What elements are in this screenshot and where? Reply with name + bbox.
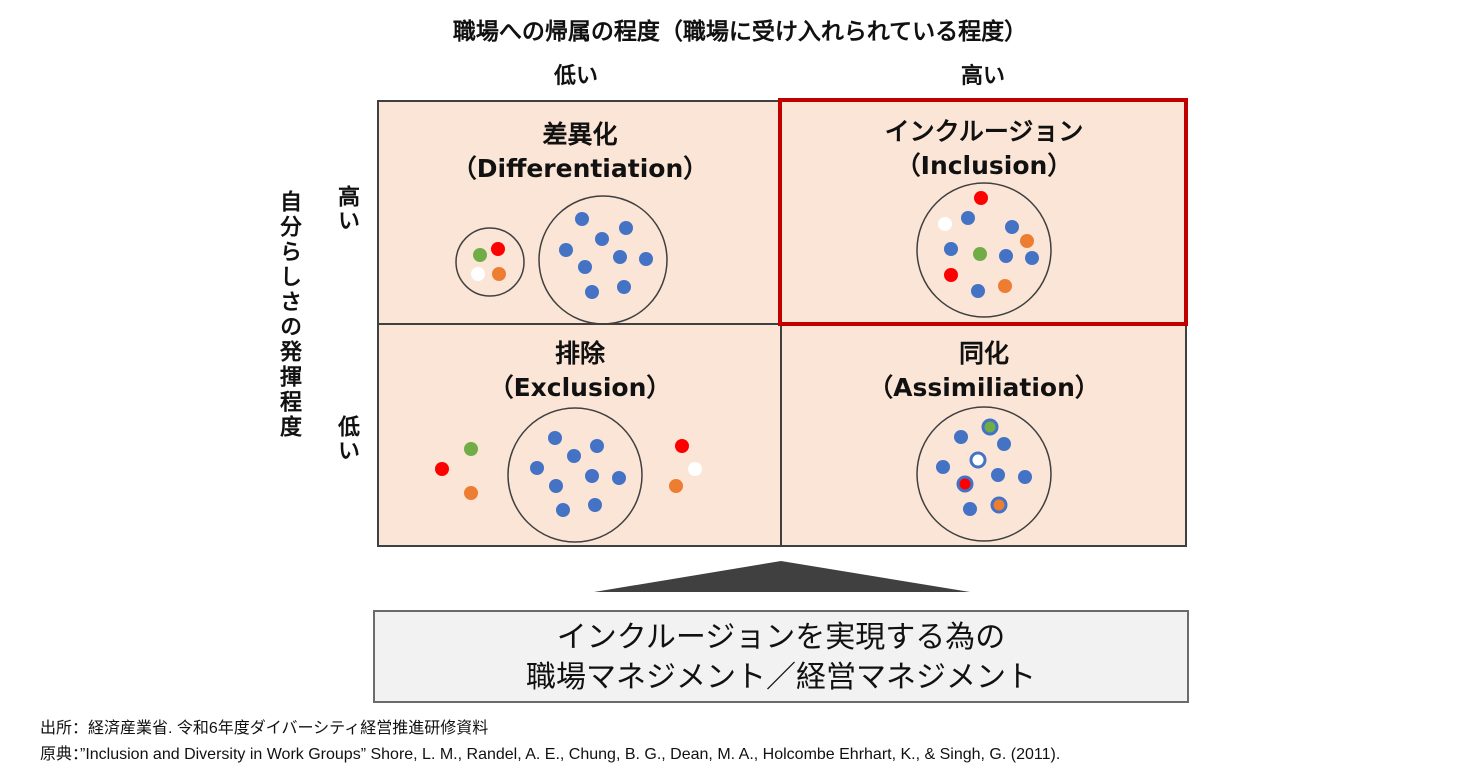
assimilated-person-dot: [981, 418, 999, 436]
assimilation-group: [916, 406, 1052, 542]
person-dot: [639, 252, 653, 266]
assimilated-person-dot: [990, 496, 1008, 514]
person-dot: [556, 503, 570, 517]
inclusive-group-circle: [916, 182, 1052, 318]
person-dot: [471, 267, 485, 281]
person-dot: [688, 462, 702, 476]
person-dot: [1025, 251, 1039, 265]
quadrant-differentiation-en: （Differentiation）: [451, 154, 709, 183]
person-dot: [675, 439, 689, 453]
person-dot: [974, 191, 988, 205]
source-citation: 出所：経済産業省. 令和6年度ダイバーシティ経営推進研修資料: [40, 720, 489, 737]
quadrant-assimilation-jp: 同化: [958, 339, 1009, 368]
assimilated-person-dot: [956, 475, 974, 493]
person-dot: [578, 260, 592, 274]
person-dot: [936, 460, 950, 474]
management-banner: インクルージョンを実現する為の 職場マネジメント／経営マネジメント: [373, 610, 1189, 703]
column-label-high: 高い: [960, 64, 1005, 89]
person-dot: [998, 279, 1012, 293]
exclusion-group: [435, 407, 702, 543]
banner-line-1: インクルージョンを実現する為の: [556, 620, 1006, 655]
person-dot: [971, 284, 985, 298]
person-dot: [491, 242, 505, 256]
pointer-triangle: [594, 561, 970, 592]
row-label-high: 高い: [334, 185, 359, 233]
person-dot: [588, 498, 602, 512]
column-label-low: 低い: [553, 64, 598, 89]
banner-line-2: 職場マネジメント／経営マネジメント: [526, 660, 1036, 695]
inclusion-highlight-border: [778, 98, 1188, 326]
person-dot: [595, 232, 609, 246]
person-dot: [617, 280, 631, 294]
original-citation: 原典：”Inclusion and Diversity in Work Grou…: [40, 746, 1061, 763]
person-dot: [585, 285, 599, 299]
minority-subgroup-circle: [455, 227, 525, 297]
person-dot: [612, 471, 626, 485]
person-dot: [590, 439, 604, 453]
person-dot: [1018, 470, 1032, 484]
person-dot: [991, 468, 1005, 482]
person-dot: [669, 479, 683, 493]
person-dot: [1005, 220, 1019, 234]
person-dot: [473, 248, 487, 262]
quadrant-exclusion-jp: 排除: [554, 339, 605, 368]
quadrant-assimilation-en: （Assimiliation）: [868, 373, 1100, 402]
person-dot: [944, 268, 958, 282]
person-dot: [548, 431, 562, 445]
person-dot: [464, 486, 478, 500]
person-dot: [575, 212, 589, 226]
quadrant-inclusion-en: （Inclusion）: [895, 151, 1073, 180]
person-dot: [619, 221, 633, 235]
person-dot: [559, 243, 573, 257]
person-dot: [492, 267, 506, 281]
person-dot: [435, 462, 449, 476]
quadrant-inclusion-label: インクルージョン （Inclusion）: [784, 115, 1184, 183]
person-dot: [944, 242, 958, 256]
person-dot: [938, 217, 952, 231]
quadrant-differentiation-label: 差異化 （Differentiation）: [380, 118, 780, 186]
differentiation-group: [455, 195, 668, 325]
majority-group-circle: [507, 407, 643, 543]
quadrant-exclusion-en: （Exclusion）: [488, 373, 672, 402]
quadrant-assimilation-label: 同化 （Assimiliation）: [784, 337, 1184, 405]
inclusion-group: [916, 182, 1052, 318]
quadrant-inclusion-jp: インクルージョン: [884, 117, 1084, 146]
y-axis-title: 自分らしさの発揮程度: [276, 190, 301, 440]
person-dot: [999, 249, 1013, 263]
assimilating-group-circle: [916, 406, 1052, 542]
person-dot: [613, 250, 627, 264]
person-dot: [973, 247, 987, 261]
person-dot: [961, 211, 975, 225]
person-dot: [997, 437, 1011, 451]
assimilated-person-dot: [969, 451, 987, 469]
quadrant-differentiation-jp: 差異化: [542, 120, 618, 149]
person-dot: [1020, 234, 1034, 248]
person-dot: [954, 430, 968, 444]
x-axis-title: 職場への帰属の程度（職場に受け入れられている程度）: [452, 19, 1028, 45]
majority-group-circle: [538, 195, 668, 325]
quadrant-exclusion-label: 排除 （Exclusion）: [380, 337, 780, 405]
person-dot: [963, 502, 977, 516]
row-label-low: 低い: [334, 415, 359, 463]
person-dot: [464, 442, 478, 456]
person-dot: [530, 461, 544, 475]
person-dot: [567, 449, 581, 463]
person-dot: [585, 469, 599, 483]
person-dot: [549, 479, 563, 493]
